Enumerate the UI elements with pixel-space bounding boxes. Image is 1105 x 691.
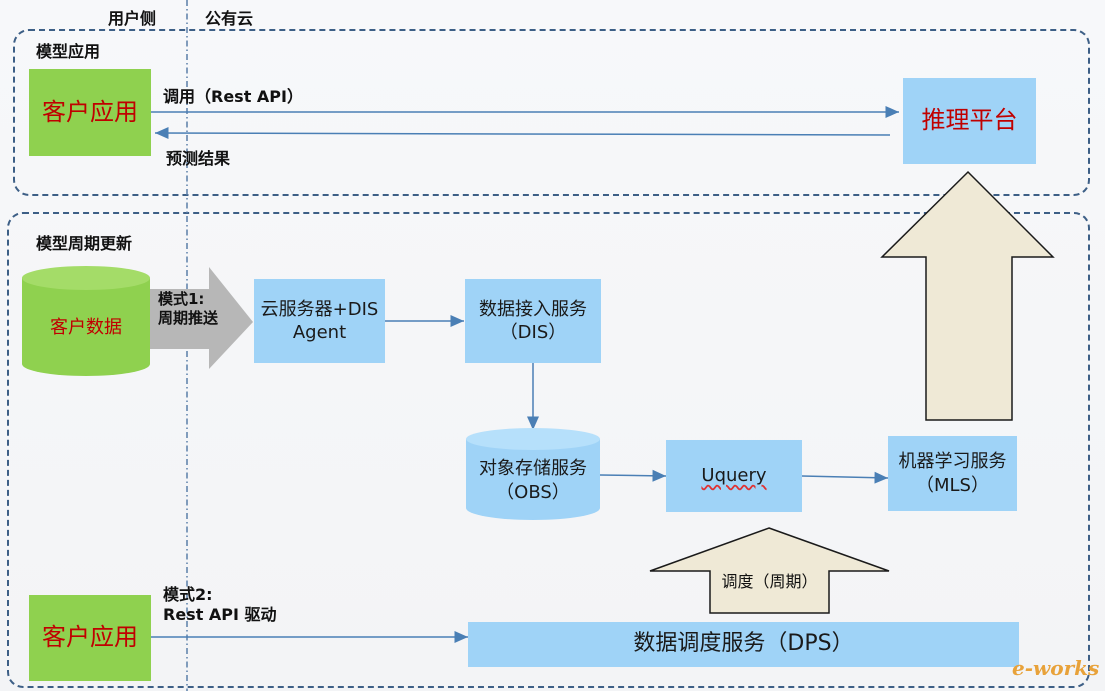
mls-line2: （MLS） [916, 474, 989, 496]
client-data-cylinder [22, 266, 150, 376]
schedule-label: 调度（周期） [721, 572, 818, 591]
big-up-arrow [880, 170, 1055, 421]
client-data-label: 客户数据 [50, 316, 122, 338]
cloud-server-line1: 云服务器+DIS [260, 298, 379, 320]
mode1-line1: 模式1: [158, 290, 205, 308]
obs-to-uquery-arrow [599, 469, 667, 482]
dis-line2: （DIS） [499, 322, 567, 343]
watermark-logo: e-works [1012, 656, 1100, 680]
user-side-header: 用户侧 [108, 9, 157, 28]
model-cycle-group [7, 212, 1090, 688]
dps-label: 数据调度服务（DPS） [633, 631, 854, 657]
inference-platform: 推理平台 [903, 78, 1036, 164]
obs-line1: 对象存储服务 [479, 457, 587, 479]
mode1-arrow [150, 267, 253, 369]
obs-cylinder [466, 428, 600, 520]
client-app-top-label: 客户应用 [42, 97, 138, 126]
inference-platform-label: 推理平台 [921, 106, 1018, 135]
uquery-to-mls-arrow [801, 471, 889, 484]
client-data: 客户数据 [22, 290, 150, 366]
mode2-line1: 模式2: [163, 585, 213, 604]
dps-service: 数据调度服务（DPS） [468, 622, 1019, 667]
client-app-bottom-label: 客户应用 [42, 623, 138, 652]
model-app-title: 模型应用 [36, 42, 101, 61]
cloud-server-agent: 云服务器+DIS Agent [254, 279, 385, 363]
mls-line1: 机器学习服务 [898, 451, 1007, 473]
uquery-service: Uquery [666, 440, 802, 512]
mls-service: 机器学习服务 （MLS） [888, 436, 1017, 511]
model-app-group [13, 29, 1090, 196]
obs-line2: （OBS） [496, 482, 570, 503]
mode2-label: 模式2: Rest API 驱动 [163, 585, 277, 625]
cloud-server-line2: Agent [292, 322, 347, 343]
obs-service: 对象存储服务 （OBS） [466, 450, 600, 512]
dis-service: 数据接入服务 （DIS） [465, 279, 601, 363]
mode1-label: 模式1: 周期推送 [158, 290, 218, 328]
uquery-label: Uquery [701, 465, 767, 487]
public-cloud-header: 公有云 [205, 9, 254, 28]
result-arrow [154, 127, 891, 140]
mode2-line2: Rest API 驱动 [163, 605, 277, 624]
schedule-arrow [649, 527, 890, 614]
client-app-top: 客户应用 [29, 69, 151, 156]
result-label: 预测结果 [166, 149, 231, 168]
dis-line1: 数据接入服务 [479, 298, 587, 320]
mode1-line2: 周期推送 [158, 308, 219, 327]
client-app-bottom: 客户应用 [29, 595, 151, 681]
model-cycle-title: 模型周期更新 [36, 234, 133, 253]
call-label: 调用（Rest API） [163, 87, 303, 106]
